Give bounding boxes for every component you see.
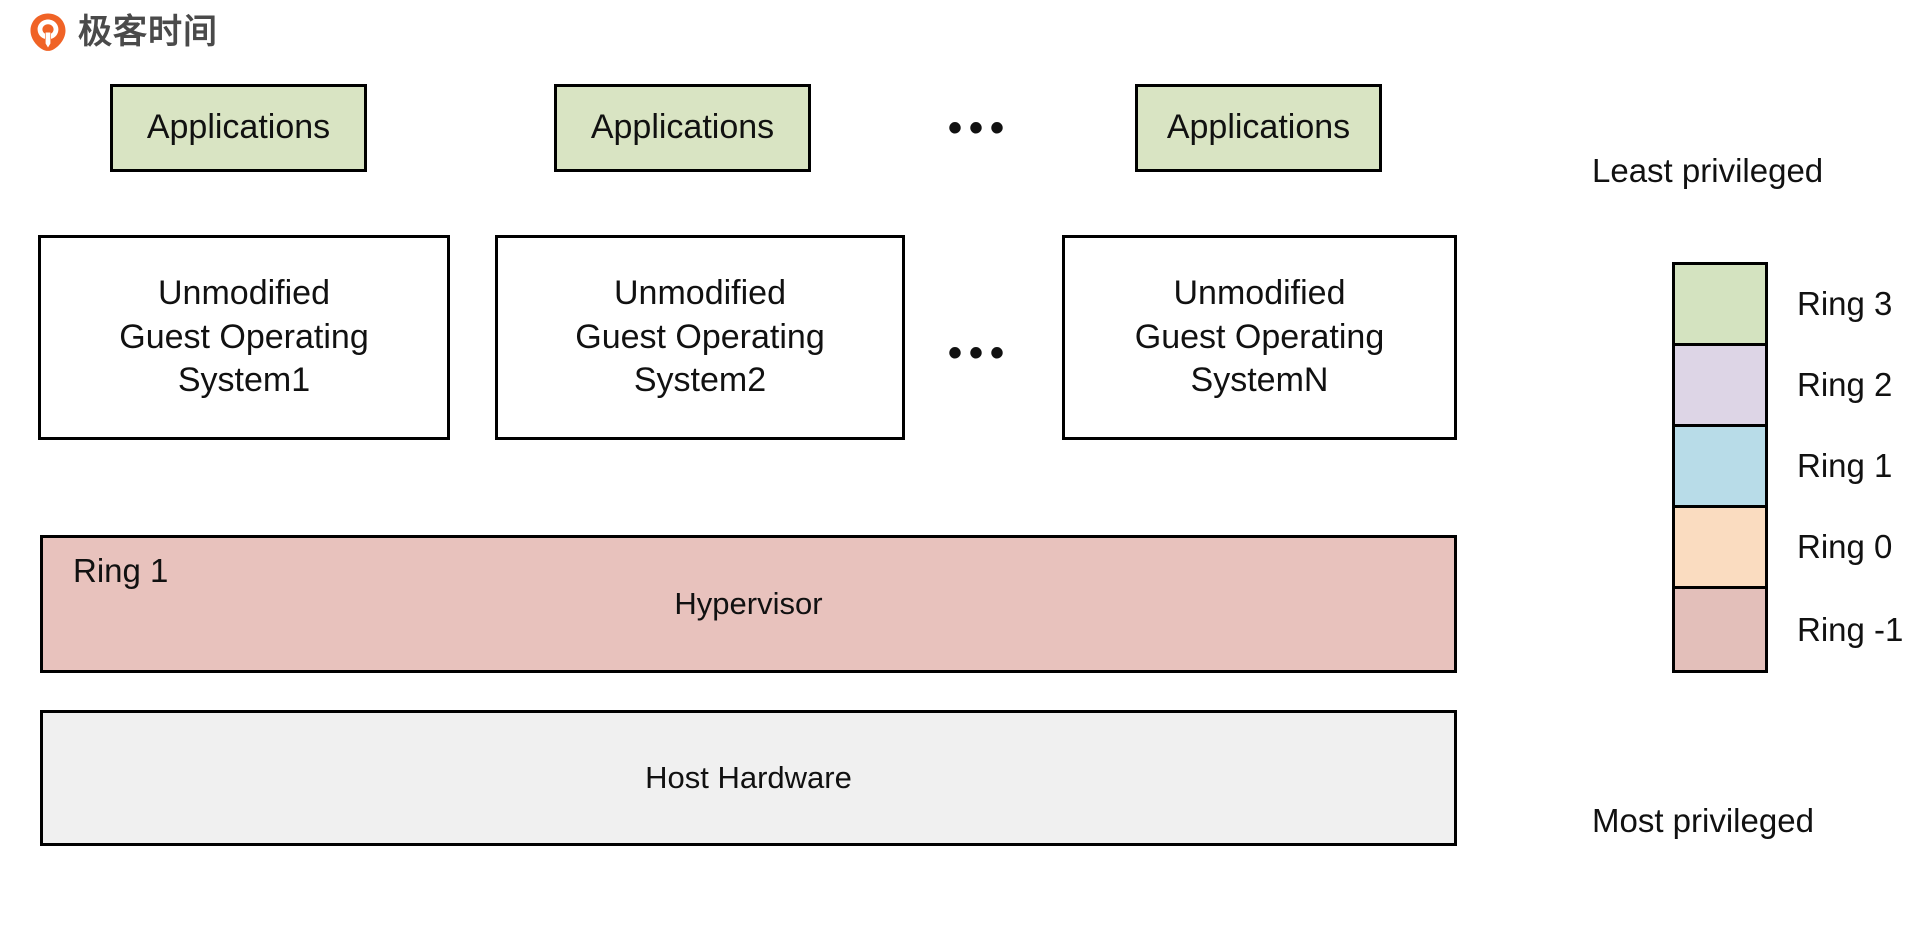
brand-logo: 极客时间 (28, 12, 218, 52)
applications-box-1-label: Applications (146, 108, 331, 147)
ring-band-ring-1-label: Ring 1 (1797, 447, 1893, 484)
applications-row-ellipsis: ••• (948, 106, 1012, 150)
legend-least-privileged-caption: Least privileged (1592, 152, 1824, 189)
hypervisor-ring-label: Ring 1 (73, 552, 169, 589)
applications-box-3-label: Applications (1166, 108, 1351, 147)
guest-os-box-2-line-3: System2 (633, 361, 767, 400)
ring-band-ring-2-label: Ring 2 (1797, 366, 1893, 403)
host-hardware-bar-label: Host Hardware (645, 760, 852, 795)
ring-band-ring-minus-1: Ring -1 (1675, 589, 1903, 670)
guest-os-box-2-line-2: Guest Operating (575, 317, 825, 356)
guest-os-box-1-line-3: System1 (177, 361, 311, 400)
host-hardware-bar: Host Hardware (40, 710, 1457, 846)
applications-box-2: Applications (554, 84, 811, 172)
hypervisor-bar-label: Hypervisor (674, 586, 823, 621)
ring-band-ring-3-label: Ring 3 (1797, 285, 1893, 322)
guest-os-box-3-line-1: Unmodified (1173, 274, 1346, 313)
ring-band-ring-3: Ring 3 (1675, 265, 1892, 346)
guest-os-box-1-line-2: Guest Operating (119, 317, 369, 356)
applications-box-2-label: Applications (590, 108, 775, 147)
geekbang-logo-icon (28, 12, 68, 52)
guest-os-box-2-line-1: Unmodified (614, 274, 786, 313)
ring-band-ring-minus-1-label: Ring -1 (1797, 610, 1904, 648)
hypervisor-bar: Ring 1 Hypervisor (40, 535, 1457, 673)
guest-os-row-ellipsis: ••• (948, 331, 1012, 375)
guest-os-box-2: Unmodified Guest Operating System2 (495, 235, 905, 440)
guest-os-box-1: Unmodified Guest Operating System1 (38, 235, 450, 440)
ring-band-ring-1: Ring 1 (1675, 427, 1892, 508)
ring-band-ring-0-label: Ring 0 (1797, 528, 1893, 565)
applications-box-3: Applications (1135, 84, 1382, 172)
guest-os-box-1-line-1: Unmodified (158, 274, 330, 313)
legend-most-privileged-caption: Most privileged (1592, 802, 1814, 839)
brand-name: 极客时间 (78, 12, 218, 52)
ring-band-ring-2: Ring 2 (1675, 346, 1892, 427)
applications-box-1: Applications (110, 84, 367, 172)
ring-band-ring-0: Ring 0 (1675, 508, 1892, 589)
guest-os-box-3-line-3: SystemN (1190, 361, 1329, 400)
guest-os-box-3-line-2: Guest Operating (1134, 317, 1385, 356)
privilege-ring-stack: Ring 3 Ring 2 Ring 1 Ring 0 Ring -1 (1672, 262, 1903, 673)
guest-os-box-3: Unmodified Guest Operating SystemN (1062, 235, 1457, 440)
